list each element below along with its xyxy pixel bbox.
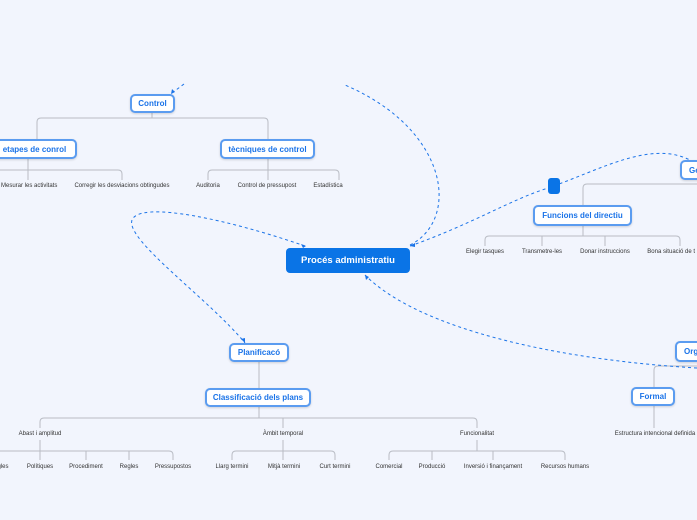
topic-etapes-de-control[interactable]: etapes de conrol [0, 139, 77, 159]
leaf-control-pressupost[interactable]: Control de pressupost [237, 183, 297, 189]
leaf[interactable]: Comercial [375, 464, 403, 470]
central-topic[interactable]: Procés administratiu [286, 248, 410, 273]
leaf[interactable]: Producció [418, 464, 446, 470]
topic-gestio[interactable]: Ge [680, 160, 697, 180]
leaf[interactable]: Donar instruccions [580, 249, 630, 255]
topic-planificacio[interactable]: Planificacó [229, 343, 289, 362]
leaf[interactable]: Transmetre-les [521, 249, 563, 255]
topic-classificacio-plans[interactable]: Classificació dels plans [205, 388, 311, 407]
topic-tecniques-de-control[interactable]: tècniques de control [220, 139, 315, 159]
topic-organitzacio[interactable]: Org [675, 341, 697, 362]
leaf-bona-situacio[interactable]: Bona situació de t [647, 249, 695, 255]
leaf[interactable]: Inversió i finançament [463, 464, 523, 470]
leaf[interactable]: Llarg termini [215, 464, 249, 470]
leaf[interactable]: Regles [119, 464, 139, 470]
group-abast[interactable]: Abast i amplitud [18, 431, 62, 437]
leaf[interactable]: Mitjà termini [267, 464, 301, 470]
leaf[interactable]: gles [0, 464, 9, 470]
leaf-estadistica[interactable]: Estadística [313, 183, 343, 189]
leaf[interactable]: Polítiques [26, 464, 54, 470]
leaf[interactable]: Estructura intencional definida [614, 431, 696, 437]
leaf[interactable]: Recursos humans [540, 464, 590, 470]
leaf[interactable]: Elegir tasques [465, 249, 505, 255]
leaf[interactable]: Curt termini [319, 464, 351, 470]
topic-funcions-directiu[interactable]: Funcions del directiu [533, 205, 632, 226]
leaf[interactable]: Pressupostos [154, 464, 192, 470]
leaf-mesurar[interactable]: Mesurar les activitats [1, 183, 58, 189]
selected-marker[interactable] [548, 178, 560, 194]
leaf-corregir[interactable]: Corregir les desviacions obtingudes [74, 183, 170, 189]
topic-formal[interactable]: Formal [631, 387, 675, 406]
leaf-auditoria[interactable]: Auditoria [196, 183, 220, 189]
group-ambit[interactable]: Àmbit temporal [262, 431, 304, 437]
group-funcionalitat[interactable]: Funcionalitat [459, 431, 495, 437]
topic-control[interactable]: Control [130, 94, 175, 113]
leaf[interactable]: Procediment [69, 464, 103, 470]
